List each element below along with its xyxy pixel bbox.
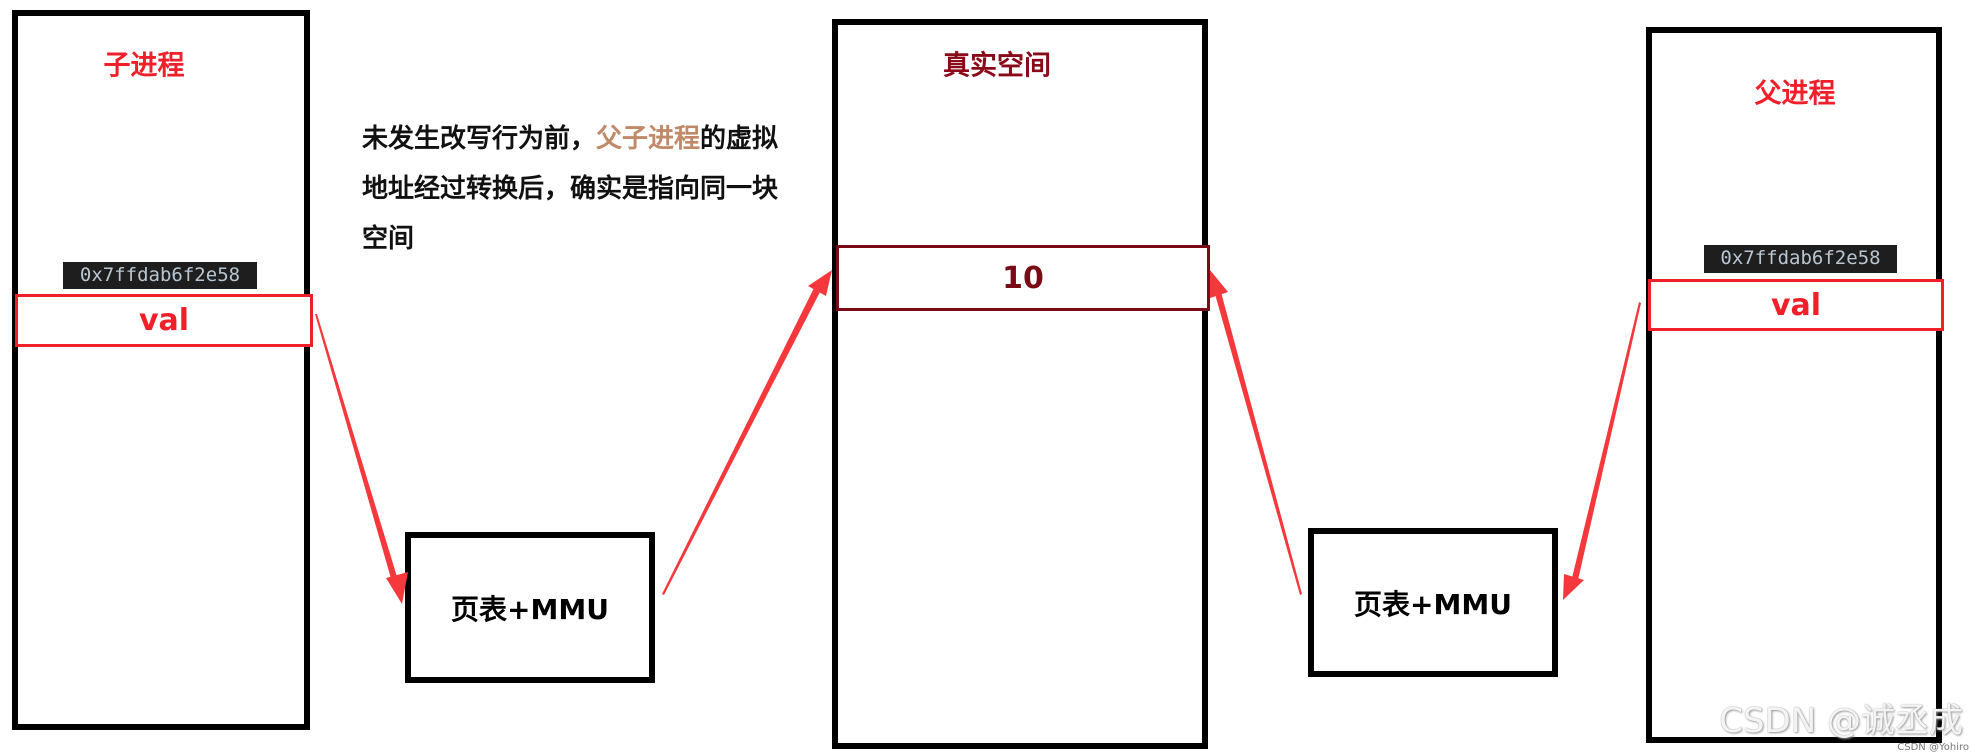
physical-memory-title: 真实空间 [943,50,1051,82]
physical-memory-box [832,19,1208,749]
arrow-child-to-mmu-icon [315,314,408,604]
parent-val-label: val [1770,287,1822,323]
arrow-mmu-to-physical-left-icon [662,270,832,595]
physical-value-cell: 10 [836,245,1210,311]
parent-process-title: 父进程 [1754,78,1836,110]
page-table-mmu-left-label: 页表+MMU [451,592,609,626]
child-process-box [12,10,310,730]
arrow-parent-to-mmu-icon [1563,302,1641,600]
page-table-mmu-left: 页表+MMU [405,532,655,683]
annotation-highlight: 父子进程 [596,124,701,154]
child-address-label: 0x7ffdab6f2e58 [63,262,257,289]
parent-val-cell: val [1648,279,1944,331]
page-table-mmu-right: 页表+MMU [1308,528,1558,677]
child-process-title: 子进程 [103,50,185,82]
parent-process-box [1646,27,1942,743]
annotation-part2: 的虚拟地址经过转换后，确实是指向同一块空间 [362,124,779,254]
csdn-watermark: CSDN @诚丞成 [1719,701,1963,741]
parent-address-label: 0x7ffdab6f2e58 [1704,245,1897,273]
csdn-watermark-small: CSDN @Yohiro [1897,742,1969,753]
annotation-part1: 未发生改写行为前， [362,124,597,154]
child-val-cell: val [15,294,313,347]
physical-value-label: 10 [1002,260,1044,296]
annotation-text: 未发生改写行为前，父子进程的虚拟地址经过转换后，确实是指向同一块空间 [362,114,802,264]
child-val-label: val [138,303,190,338]
arrow-mmu-to-physical-right-icon [1210,270,1302,595]
page-table-mmu-right-label: 页表+MMU [1354,587,1512,621]
